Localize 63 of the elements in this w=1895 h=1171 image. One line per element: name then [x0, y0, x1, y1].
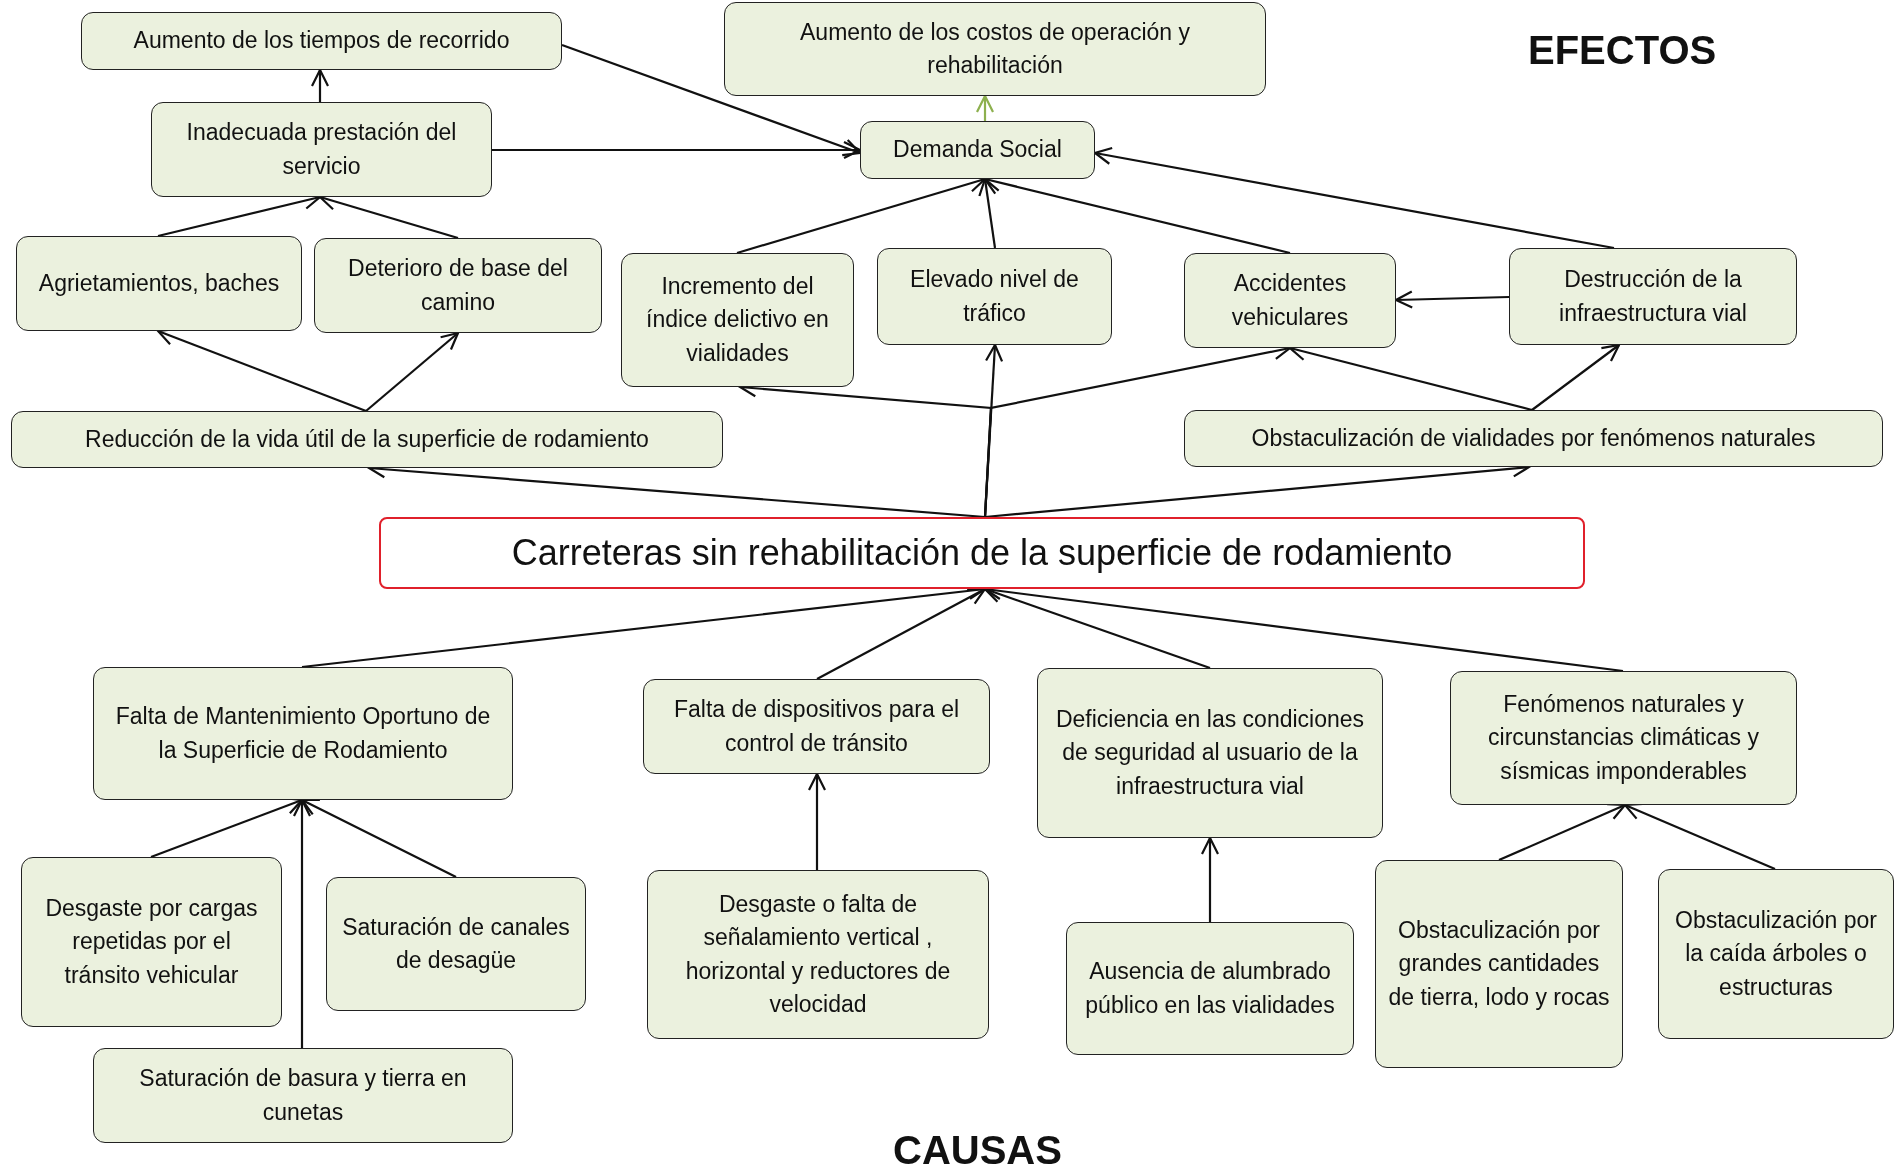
box-text: Agrietamientos, baches [38, 268, 280, 298]
concept-box [724, 2, 1266, 96]
arrow [561, 43, 862, 157]
arrow [978, 177, 997, 249]
arrow [807, 772, 827, 870]
concept-box [1037, 668, 1383, 838]
box-text: Ausencia de alumbrado público en las vialidades [1084, 957, 1336, 1020]
concept-box [860, 121, 1095, 179]
concept-box [877, 248, 1112, 345]
arrow [310, 68, 330, 102]
concept-box [643, 679, 990, 774]
box-text: Aumento de los costos de operación y rehabilitación [799, 17, 1191, 80]
concept-box [1184, 410, 1883, 467]
concept-box [314, 238, 602, 333]
concept-box [1658, 869, 1894, 1039]
box-text: Incremento del índice delictivo en vialidades [645, 272, 830, 368]
concept-box [1184, 253, 1396, 348]
concept-box [93, 1048, 513, 1143]
box-text: Desgaste o falta de señalamiento vertical , horizontal y reductores de velocidad [684, 889, 952, 1019]
box-text: Deterioro de base del camino [347, 254, 569, 317]
box-text: Obstaculización por la caída árboles o estructuras [1674, 906, 1878, 1002]
box-text: Obstaculización de vialidades por fenómenos naturales [1251, 423, 1816, 453]
concept-box [81, 12, 562, 70]
box-text: Saturación de basura y tierra en cunetas [138, 1064, 468, 1127]
box-text: Accidentes vehiculares [1230, 269, 1350, 332]
box-text: Obstaculización por grandes cantidades de tierra, lodo y rocas [1387, 916, 1611, 1012]
concept-box [93, 667, 513, 800]
box-text: Demanda Social [893, 135, 1062, 165]
box-text: Desgaste por cargas repetidas por el tránsito vehicular [44, 894, 259, 990]
box-text: Inadecuada prestación del servicio [185, 118, 458, 181]
section-heading: CAUSAS [893, 1128, 1062, 1171]
concept-box [1066, 922, 1354, 1055]
box-text: Reducción de la vida útil de la superficie de rodamiento [85, 424, 649, 454]
arrow [1531, 343, 1621, 411]
concept-box [1450, 671, 1797, 805]
box-text: Falta de dispositivos para el control de tránsito [672, 695, 961, 758]
arrow [300, 798, 457, 878]
concept-box [621, 253, 854, 387]
box-text: Destrucción de la infraestructura vial [1558, 265, 1748, 328]
arrow [1093, 146, 1615, 250]
arrow [1200, 836, 1220, 922]
arrow [492, 140, 862, 160]
box-text: Carreteras sin rehabilitación de la superficie de rodamiento [511, 530, 1453, 575]
box-text: Elevado nivel de tráfico [909, 265, 1080, 328]
box-text: Fenómenos naturales y circunstancias climáticas y sísmicas imponderables [1487, 690, 1760, 786]
concept-box [11, 411, 723, 468]
box-text: Deficiencia en las condiciones de seguridad al usuario de la infraestructura vial [1054, 705, 1366, 801]
box-text: Falta de Mantenimiento Oportuno de la Superficie de Rodamiento [114, 702, 492, 765]
concept-box [1375, 860, 1623, 1068]
concept-box [647, 870, 989, 1039]
arrow [816, 587, 987, 680]
concept-box [21, 857, 282, 1027]
box-text: Aumento de los tiempos de recorrido [133, 26, 510, 56]
concept-box [16, 236, 302, 331]
problem-box [379, 517, 1585, 589]
arrow [1394, 290, 1510, 309]
section-heading: EFECTOS [1528, 28, 1717, 73]
arrow [975, 94, 995, 121]
box-text: Saturación de canales de desagüe [341, 912, 571, 975]
arrow [365, 331, 460, 412]
concept-box [1509, 248, 1797, 345]
concept-box [151, 102, 492, 197]
concept-box [326, 877, 586, 1011]
